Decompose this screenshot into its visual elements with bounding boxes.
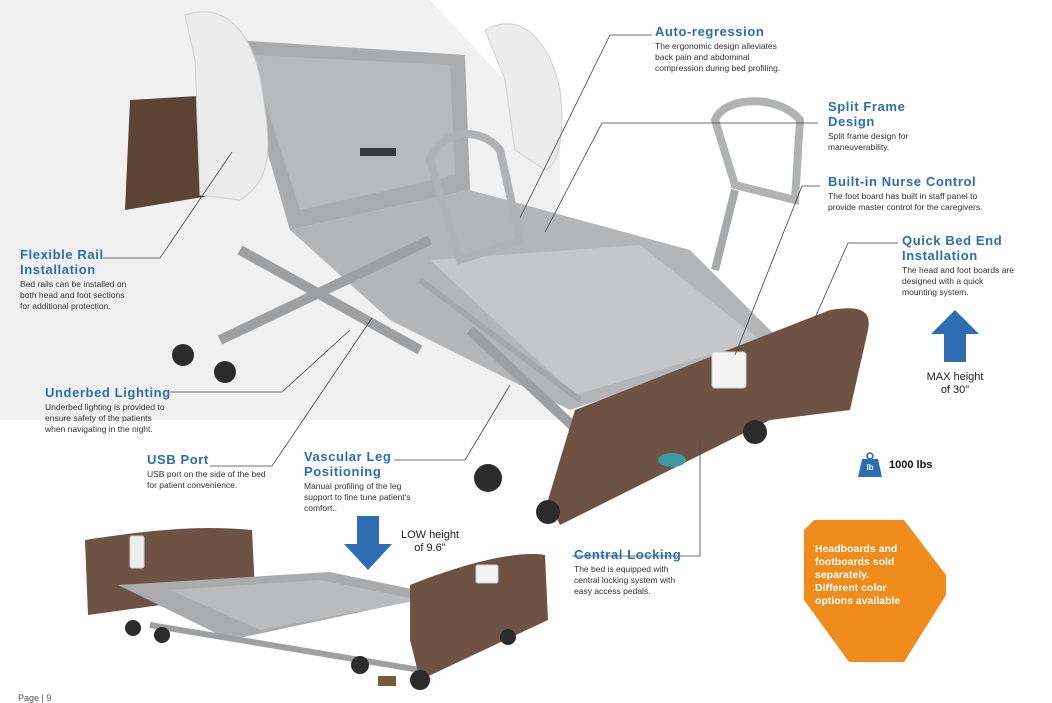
orange-note: Headboards and footboards sold separatel… bbox=[804, 520, 946, 662]
feature-desc: The ergonomic design alleviates back pai… bbox=[655, 41, 781, 73]
feature-title: Auto-regression bbox=[655, 24, 765, 39]
page-number: Page | 9 bbox=[18, 693, 52, 703]
feature-central-locking: Central Locking The bed is equipped with… bbox=[574, 547, 681, 597]
feature-flexible-rail: Flexible Rail Installation Bed rails can… bbox=[20, 247, 126, 312]
feature-vascular-leg: Vascular Leg Positioning Manual profilin… bbox=[304, 449, 411, 514]
weight-badge-text: lb bbox=[866, 463, 874, 472]
feature-title: USB Port bbox=[147, 452, 209, 467]
feature-desc: Bed rails can be installed on both head … bbox=[20, 279, 127, 311]
feature-title: Vascular Leg Positioning bbox=[304, 449, 392, 479]
feature-desc: Underbed lighting is provided to ensure … bbox=[45, 402, 165, 434]
arrow-down-icon bbox=[344, 516, 392, 570]
feature-desc: The bed is equipped with central locking… bbox=[574, 564, 676, 596]
feature-split-frame: Split Frame Design Split frame design fo… bbox=[828, 99, 908, 153]
feature-auto-regression: Auto-regression The ergonomic design all… bbox=[655, 24, 780, 74]
feature-title: Quick Bed End Installation bbox=[902, 233, 1003, 263]
feature-desc: The foot board has built in staff panel … bbox=[828, 191, 983, 212]
feature-title: Underbed Lighting bbox=[45, 385, 171, 400]
low-height-label: LOW height of 9.6" bbox=[400, 529, 460, 554]
orange-note-text: Headboards and footboards sold separatel… bbox=[815, 543, 901, 607]
feature-underbed-lighting: Underbed Lighting Underbed lighting is p… bbox=[45, 385, 171, 435]
max-height-label: MAX height of 30" bbox=[926, 371, 984, 396]
feature-nurse-control: Built-in Nurse Control The foot board ha… bbox=[828, 174, 982, 213]
feature-desc: USB port on the side of the bed for pati… bbox=[147, 469, 266, 490]
orange-note-shape bbox=[804, 520, 946, 662]
feature-title: Built-in Nurse Control bbox=[828, 174, 977, 189]
feature-desc: Split frame design for maneuverability. bbox=[828, 131, 909, 152]
feature-usb-port: USB Port USB port on the side of the bed… bbox=[147, 452, 266, 491]
feature-title: Central Locking bbox=[574, 547, 682, 562]
feature-quick-bed-end: Quick Bed End Installation The head and … bbox=[902, 233, 1014, 298]
feature-title: Flexible Rail Installation bbox=[20, 247, 104, 277]
weight-icon bbox=[858, 452, 882, 477]
weight-label: 1000 lbs bbox=[889, 459, 933, 471]
feature-desc: The head and foot boards are designed wi… bbox=[902, 265, 1014, 297]
feature-title: Split Frame Design bbox=[828, 99, 906, 129]
feature-desc: Manual profiling of the leg support to f… bbox=[304, 481, 411, 513]
arrow-up-icon bbox=[931, 310, 979, 362]
